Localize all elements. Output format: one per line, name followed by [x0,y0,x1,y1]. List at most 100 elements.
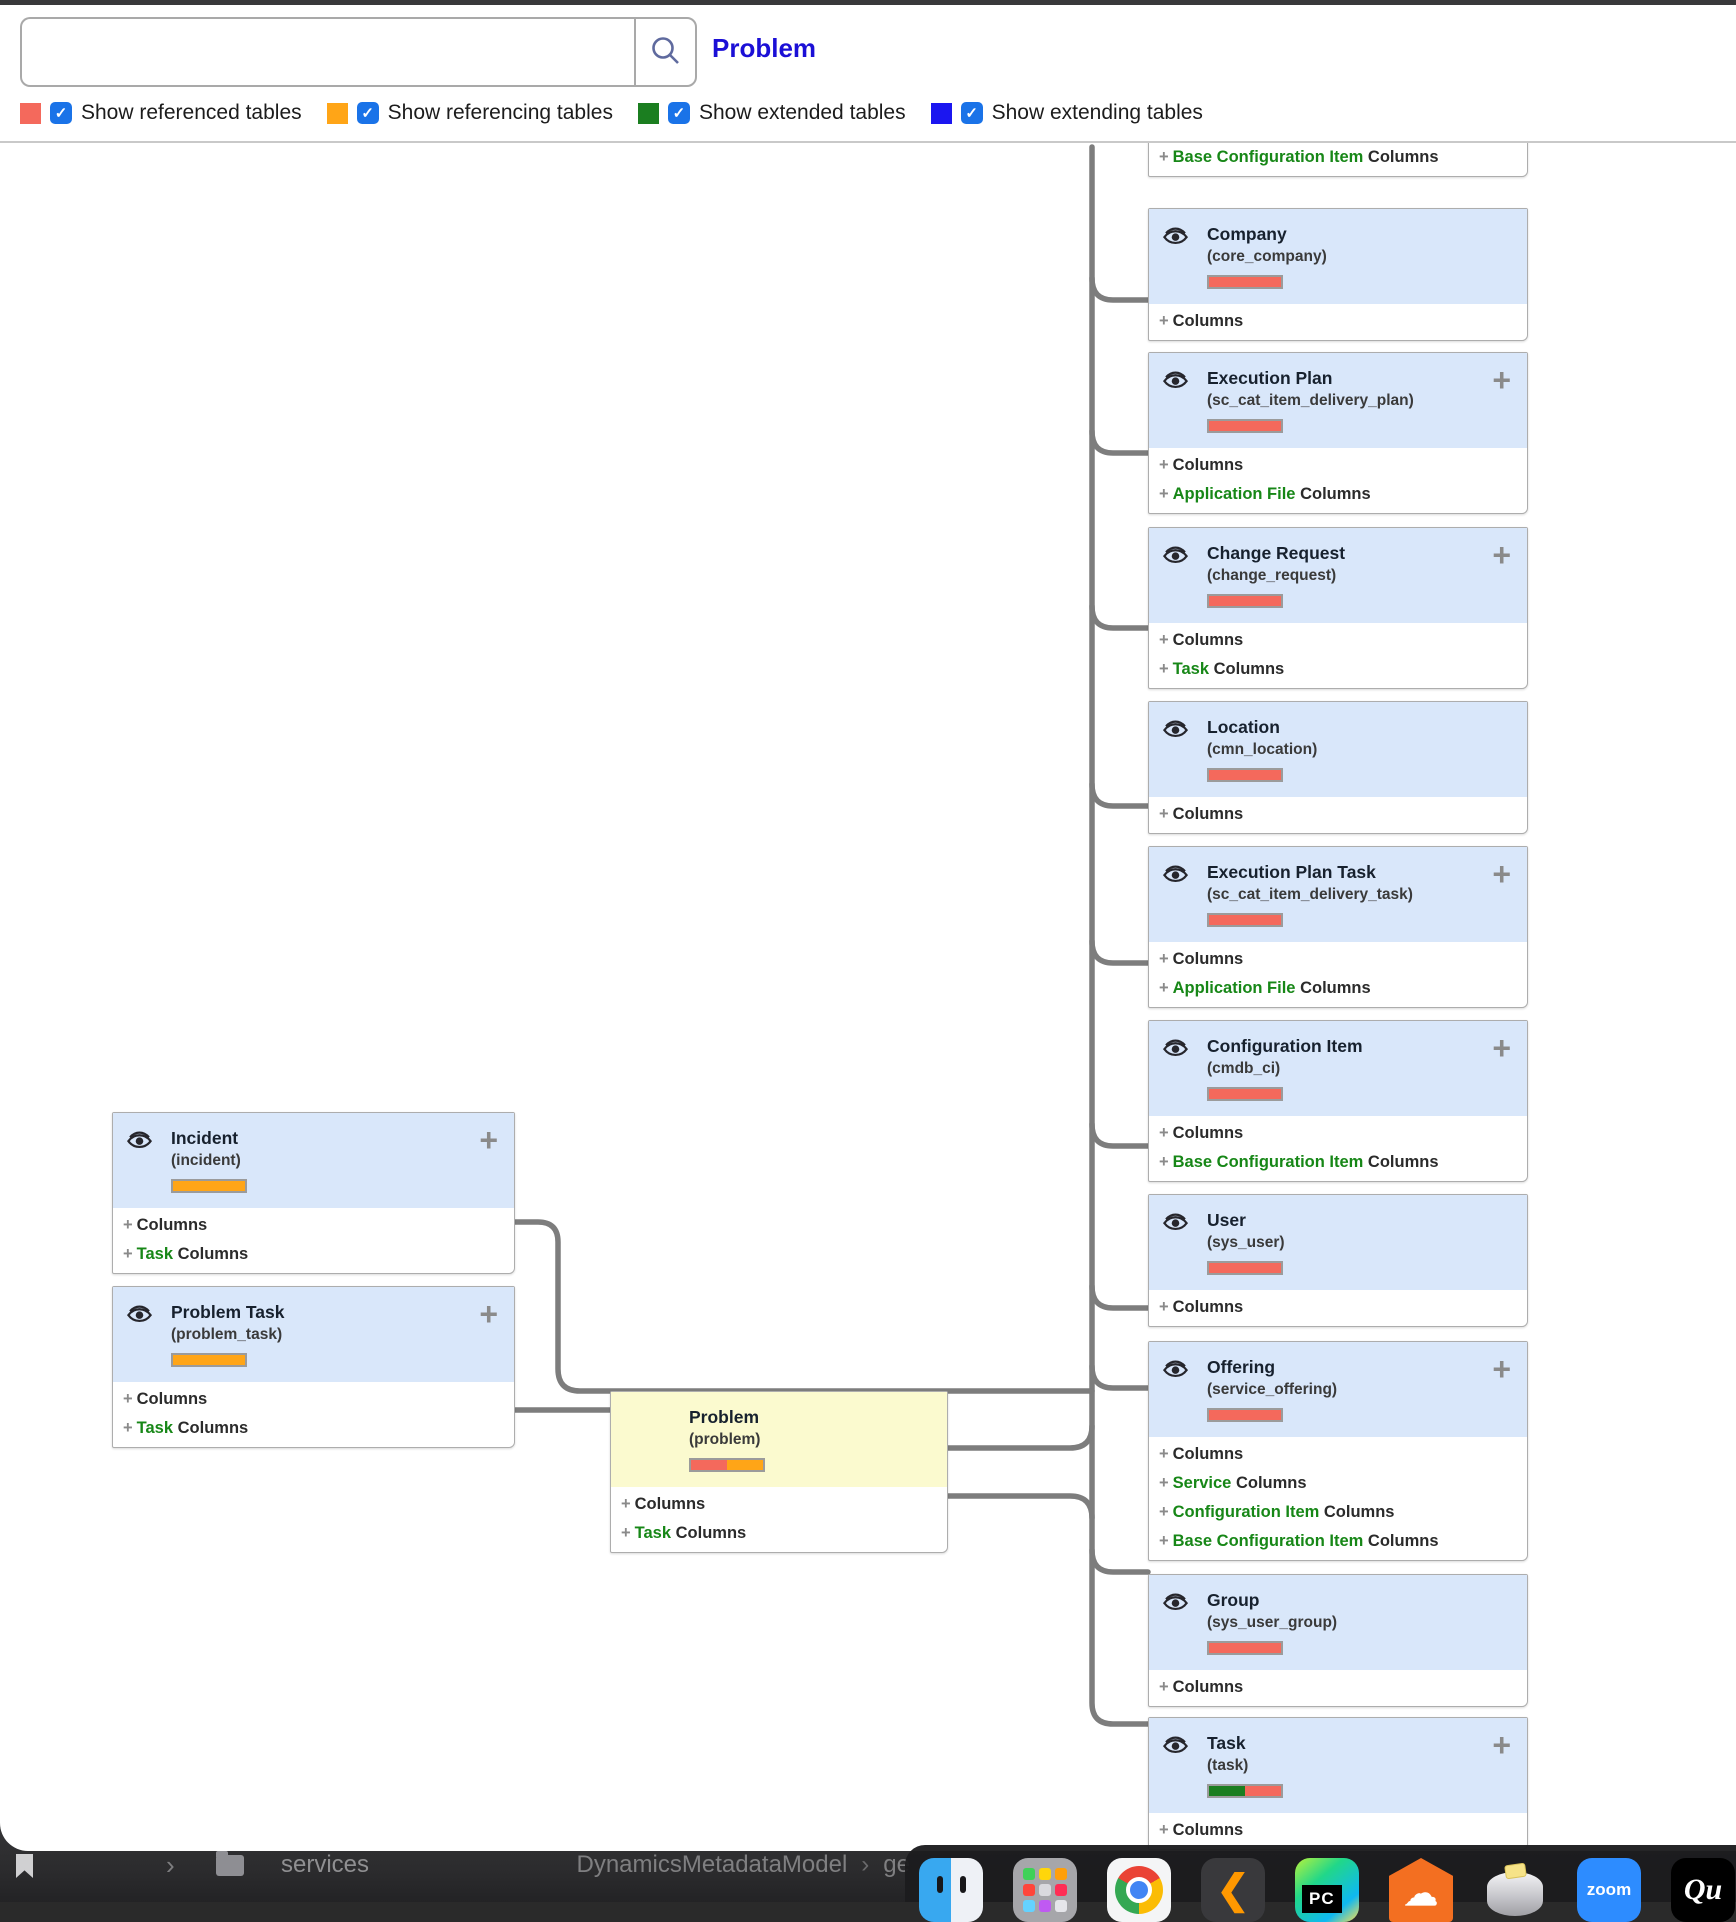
table-card-user[interactable]: User(sys_user)+Columns [1148,1194,1528,1327]
pycharm-icon[interactable]: PC [1295,1858,1359,1922]
columns-link[interactable]: +Columns [1159,631,1244,649]
card-header: +Execution Plan Task(sc_cat_item_deliver… [1149,847,1527,942]
zoom-icon[interactable]: zoom [1577,1858,1641,1922]
eye-icon[interactable] [1162,1735,1189,1760]
application-file-columns-link[interactable]: +Application File Columns [1159,485,1371,503]
table-card-location[interactable]: Location(cmn_location)+Columns [1148,701,1528,834]
eye-icon[interactable] [1162,1359,1189,1384]
current-table-label: Problem [712,33,817,63]
card-column-links: +Columns [1149,1670,1527,1706]
columns-link[interactable]: +Columns [1159,805,1244,823]
reference-type-bar [1207,275,1283,289]
card-column-links: +Columns [1149,797,1527,833]
base-configuration-item-columns-link[interactable]: +Base Configuration Item Columns [1159,148,1439,166]
columns-link[interactable]: +Columns [1159,950,1244,968]
table-card-execution-plan[interactable]: +Execution Plan(sc_cat_item_delivery_pla… [1148,352,1528,514]
expand-more-references-icon[interactable]: + [479,1122,498,1158]
expand-more-references-icon[interactable]: + [1492,856,1511,892]
columns-link[interactable]: +Columns [621,1495,706,1513]
base-configuration-item-columns-link[interactable]: +Base Configuration Item Columns [1159,1153,1439,1171]
table-card-problem-task[interactable]: +Problem Task(problem_task)+Columns+Task… [112,1286,515,1448]
eye-icon[interactable] [1162,864,1189,889]
search-button[interactable] [634,17,697,87]
base-configuration-item-columns-link[interactable]: +Base Configuration Item Columns [1159,1532,1439,1550]
table-card-group[interactable]: Group(sys_user_group)+Columns [1148,1574,1528,1707]
expand-more-references-icon[interactable]: + [1492,1727,1511,1763]
eye-icon[interactable] [1162,370,1189,395]
legend-checkbox-3[interactable]: ✓ [960,102,983,124]
card-header: +Configuration Item(cmdb_ci) [1149,1021,1527,1116]
task-columns-link[interactable]: +Task Columns [123,1245,249,1263]
table-search-input[interactable] [20,17,634,87]
table-card-change-request[interactable]: +Change Request(change_request)+Columns+… [1148,527,1528,689]
columns-link[interactable]: +Columns [123,1390,208,1408]
chevron-right-icon: › [861,1851,870,1878]
columns-link[interactable]: +Columns [1159,1298,1244,1316]
zoom-label: zoom [1586,1880,1632,1899]
legend-checkbox-2[interactable]: ✓ [667,102,690,124]
table-system-name: (problem) [689,1431,761,1448]
sequel-pro-icon[interactable] [1483,1858,1547,1922]
table-title: Configuration Item [1207,1036,1363,1056]
table-title: Incident [171,1128,239,1148]
eye-icon[interactable] [1162,1592,1189,1617]
expand-more-references-icon[interactable]: + [479,1296,498,1332]
application-file-columns-link[interactable]: +Application File Columns [1159,979,1371,997]
eye-icon[interactable] [1162,1038,1189,1063]
table-card-company[interactable]: Company(core_company)+Columns [1148,208,1528,341]
legend-swatch-3 [930,102,952,124]
cloud-app-icon[interactable]: ☁ [1389,1858,1453,1922]
search-icon [649,34,683,71]
eye-icon[interactable] [126,1304,153,1329]
eye-icon[interactable] [1162,1212,1189,1237]
legend-label-2: Show extended tables [698,101,906,124]
chevron-right-icon: › [166,1850,175,1880]
sublime-text-icon[interactable]: ❮ [1201,1858,1265,1922]
task-columns-link[interactable]: +Task Columns [123,1419,249,1437]
table-system-name: (sc_cat_item_delivery_task) [1207,886,1413,903]
table-title: Change Request [1207,543,1346,563]
table-system-name: (problem_task) [171,1326,283,1343]
script-app-glyph: Qu [1683,1873,1723,1906]
finder-icon[interactable] [919,1858,983,1922]
columns-link[interactable]: +Columns [1159,1678,1244,1696]
columns-link[interactable]: +Columns [1159,312,1244,330]
eye-icon[interactable] [126,1130,153,1155]
configuration-item-columns-link[interactable]: +Configuration Item Columns [1159,1503,1395,1521]
card-column-links: +Columns +Application File Columns [1149,448,1527,513]
reference-type-bar [1207,768,1283,782]
table-card-offering[interactable]: +Offering(service_offering)+Columns+Serv… [1148,1341,1528,1561]
table-card-incident[interactable]: +Incident(incident)+Columns+Task Columns [112,1112,515,1274]
service-columns-link[interactable]: +Service Columns [1159,1474,1307,1492]
chrome-icon[interactable] [1107,1858,1171,1922]
columns-link[interactable]: +Columns [1159,1821,1244,1839]
table-card-task[interactable]: +Task(task)+Columns [1148,1717,1528,1850]
eye-icon[interactable] [1162,719,1189,744]
expand-more-references-icon[interactable]: + [1492,362,1511,398]
table-card-execution-plan-task[interactable]: +Execution Plan Task(sc_cat_item_deliver… [1148,846,1528,1008]
eye-icon[interactable] [1162,226,1189,251]
columns-link[interactable]: +Columns [123,1216,208,1234]
expand-more-references-icon[interactable]: + [1492,1030,1511,1066]
columns-link[interactable]: +Columns [1159,456,1244,474]
script-app-icon[interactable]: Qu [1671,1858,1735,1922]
table-card-problem[interactable]: Problem(problem)+Columns+Task Columns [610,1391,948,1553]
breadcrumb-project-path[interactable]: DynamicsMetadataModel›ge [576,1851,911,1878]
columns-link[interactable]: +Columns [1159,1124,1244,1142]
task-columns-link[interactable]: +Task Columns [1159,660,1285,678]
expand-more-references-icon[interactable]: + [1492,537,1511,573]
reference-type-bar [1207,419,1283,433]
table-card-configuration-item[interactable]: +Configuration Item(cmdb_ci)+Columns+Bas… [1148,1020,1528,1182]
breadcrumb-folder-label[interactable]: services [281,1851,370,1878]
legend-checkbox-1[interactable]: ✓ [356,102,379,124]
card-column-links: +Columns [1149,1813,1527,1849]
eye-icon[interactable] [1162,545,1189,570]
legend-checkbox-0[interactable]: ✓ [50,102,72,124]
reference-type-bar [1207,1408,1283,1422]
sublime-glyph: ❮ [1216,1868,1250,1912]
expand-more-references-icon[interactable]: + [1492,1351,1511,1387]
task-columns-link[interactable]: +Task Columns [621,1524,747,1542]
columns-link[interactable]: +Columns [1159,1445,1244,1463]
table-title: Offering [1207,1357,1276,1377]
launchpad-icon[interactable] [1013,1858,1077,1922]
